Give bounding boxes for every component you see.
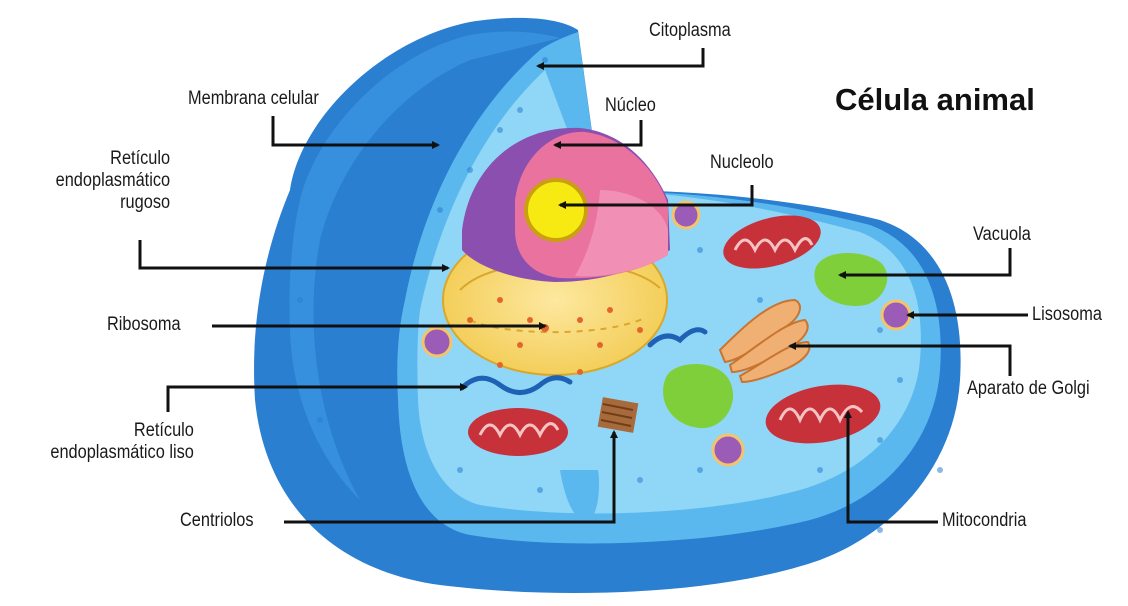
label-nucleo: Núcleo [605,95,656,117]
nucleolus [526,180,586,240]
label-lisosoma: Lisosoma [1032,304,1102,326]
label-mitocondria: Mitocondria [942,510,1026,532]
mitochondrion-2 [468,408,568,456]
label-reticulo-liso: Retículo endoplasmático liso [50,420,194,464]
label-centriolos: Centriolos [180,510,254,532]
lysosome-2 [882,301,910,329]
label-aparato-golgi: Aparato de Golgi [967,378,1090,400]
lysosome-3 [423,328,451,356]
label-vacuola: Vacuola [973,224,1031,246]
label-citoplasma: Citoplasma [649,20,731,42]
lysosome-4 [713,435,743,465]
label-reticulo-rugoso: Retículo endoplasmático rugoso [56,148,170,214]
label-ribosoma: Ribosoma [107,314,181,336]
label-membrana-celular: Membrana celular [188,88,319,110]
diagram-title: Célula animal [835,82,1035,118]
label-nucleolo: Nucleolo [710,152,774,174]
centrioles [598,397,639,433]
